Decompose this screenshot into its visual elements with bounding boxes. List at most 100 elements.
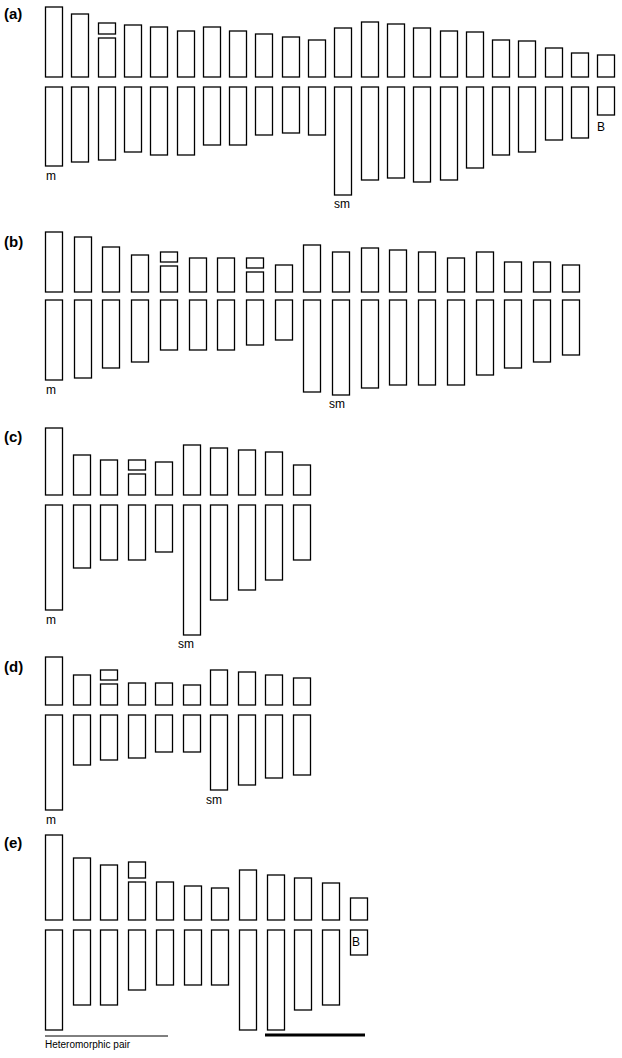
short-arm [190, 258, 207, 292]
scale-bar [265, 1034, 365, 1037]
long-arm [101, 505, 118, 560]
long-arm [75, 300, 92, 378]
short-arm [563, 265, 580, 292]
chromosome-type-label: sm [206, 794, 222, 806]
short-arm [184, 685, 201, 705]
short-arm [46, 657, 63, 705]
long-arm [185, 930, 202, 985]
short-arm [46, 232, 63, 292]
chromosome-type-label: m [46, 170, 56, 182]
short-arm [448, 258, 465, 292]
long-arm [46, 505, 63, 610]
long-arm [129, 715, 146, 758]
long-arm [204, 87, 221, 145]
long-arm [211, 715, 228, 790]
long-arm [266, 715, 283, 778]
satellite [247, 258, 264, 268]
short-arm [185, 886, 202, 920]
long-arm [493, 87, 510, 155]
long-arm [256, 87, 273, 135]
short-arm [351, 898, 368, 920]
short-arm [212, 888, 229, 920]
short-arm [505, 262, 522, 292]
long-arm [266, 505, 283, 580]
panel-label: (d) [4, 659, 23, 674]
short-arm [161, 266, 178, 292]
long-arm [74, 715, 91, 765]
short-arm [294, 465, 311, 495]
long-arm [362, 300, 379, 388]
panel-label: (b) [4, 234, 23, 249]
long-arm [103, 300, 120, 368]
long-arm [362, 87, 379, 180]
long-arm [125, 87, 142, 152]
long-arm [477, 300, 494, 375]
long-arm [184, 505, 201, 635]
long-arm [276, 300, 293, 340]
short-arm [230, 31, 247, 77]
short-arm [493, 40, 510, 77]
long-arm [74, 930, 91, 1005]
short-arm [335, 28, 352, 77]
long-arm [156, 505, 173, 552]
long-arm [101, 715, 118, 760]
long-arm [46, 87, 63, 166]
short-arm [101, 865, 118, 920]
long-arm [268, 930, 285, 1030]
short-arm [467, 32, 484, 77]
long-arm [414, 87, 431, 182]
long-arm [519, 87, 536, 152]
short-arm [156, 462, 173, 495]
short-arm [101, 460, 118, 495]
short-arm [239, 672, 256, 705]
chromosome-type-label: m [46, 814, 56, 826]
short-arm [211, 448, 228, 495]
short-arm [129, 683, 146, 705]
long-arm [129, 930, 146, 990]
long-arm [230, 87, 247, 145]
long-arm [240, 930, 257, 1030]
short-arm [72, 14, 89, 77]
short-arm [46, 7, 63, 77]
long-arm [294, 505, 311, 560]
short-arm [388, 24, 405, 77]
long-arm [184, 715, 201, 752]
long-arm [46, 715, 63, 810]
panel-label: (e) [4, 835, 22, 850]
short-arm [276, 265, 293, 292]
short-arm [157, 882, 174, 920]
chromosome-type-label: m [46, 614, 56, 626]
short-arm [129, 882, 146, 920]
long-arm [309, 87, 326, 135]
short-arm [362, 248, 379, 292]
short-arm [295, 878, 312, 920]
short-arm [268, 875, 285, 920]
long-arm [161, 300, 178, 350]
short-arm [129, 474, 146, 495]
long-arm [390, 300, 407, 385]
short-arm [74, 858, 91, 920]
long-arm [333, 300, 350, 395]
short-arm [419, 252, 436, 292]
long-arm [218, 300, 235, 350]
short-arm [256, 34, 273, 77]
long-arm [419, 300, 436, 385]
long-arm [335, 87, 352, 195]
short-arm [441, 31, 458, 77]
long-arm [99, 87, 116, 160]
panel-label: (a) [4, 6, 22, 21]
long-arm [190, 300, 207, 350]
short-arm [283, 37, 300, 77]
short-arm [204, 27, 221, 77]
long-arm [388, 87, 405, 178]
short-arm [74, 455, 91, 495]
satellite [129, 862, 146, 878]
short-arm [75, 237, 92, 292]
short-arm [333, 252, 350, 292]
long-arm [239, 505, 256, 590]
satellite [161, 252, 178, 262]
long-arm [283, 87, 300, 133]
long-arm [294, 715, 311, 775]
long-arm [178, 87, 195, 155]
